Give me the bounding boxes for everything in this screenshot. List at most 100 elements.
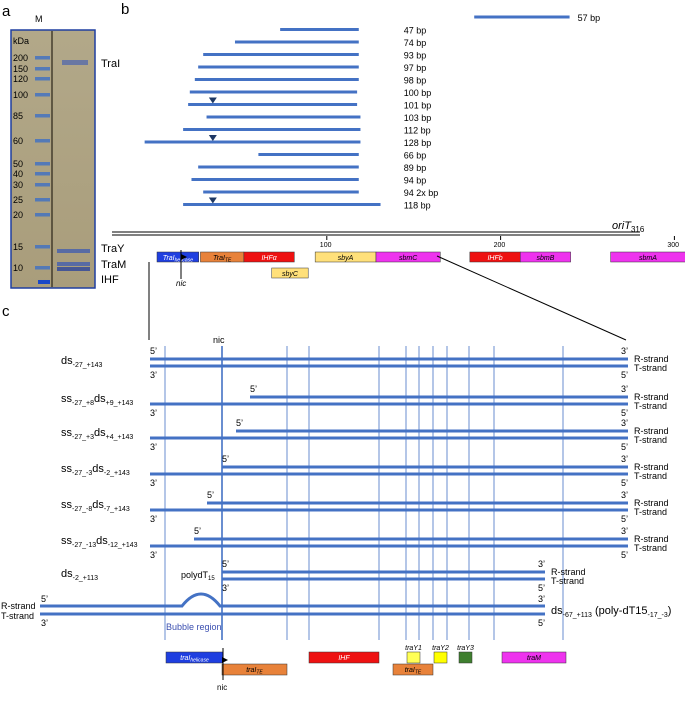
- gel-marker-label: 100: [13, 90, 28, 100]
- five-prime-label-right: 5’: [621, 514, 628, 524]
- gel-marker-label: 15: [13, 242, 23, 252]
- three-prime-label: 3’: [150, 408, 157, 418]
- three-prime-label-right: 3’: [621, 418, 628, 428]
- r-strand-label: R-strand: [634, 462, 669, 472]
- three-prime-label-right: 3’: [621, 490, 628, 500]
- construct-label: ss-27_-3ds-2_+143: [61, 463, 130, 477]
- fragment-label: 101 bp: [404, 101, 432, 111]
- feature-box-label: sbmB: [536, 255, 554, 262]
- r-strand-label: R-strand: [634, 354, 669, 364]
- bottom-feature-rect: [433, 651, 448, 664]
- five-prime-label: 5’: [236, 418, 243, 428]
- gel-ladder-band: [35, 56, 50, 60]
- bottom-feature-rect: [458, 651, 473, 664]
- feature-box-sbyc: sbyC: [271, 267, 309, 279]
- fragment-label: 100 bp: [404, 88, 432, 98]
- gel-marker-label: 50: [13, 159, 23, 169]
- three-prime-label: 3’: [150, 550, 157, 560]
- bottom-feature-label: traM: [527, 655, 541, 662]
- three-prime-label-right: 3’: [621, 526, 628, 536]
- five-prime-label-right: 5’: [621, 550, 628, 560]
- gel-image: [10, 29, 96, 289]
- fragment-label: 57 bp: [578, 13, 601, 23]
- bubble-t-strand-label: T-strand: [1, 611, 34, 621]
- t-strand-label: T-strand: [634, 401, 667, 411]
- five-prime-label-right: 5’: [621, 442, 628, 452]
- feature-box-sbya: sbyA: [314, 251, 377, 263]
- feature-box-rect: [243, 251, 295, 263]
- gel-ladder-band: [35, 172, 50, 176]
- gel-ladder-band: [35, 213, 50, 217]
- feature-box-sbmb: sbmB: [519, 251, 571, 263]
- nic-arrow-bottom-icon: [222, 657, 228, 663]
- feature-box-label: TraITE: [213, 255, 232, 264]
- fragment-label: 103 bp: [404, 113, 432, 123]
- five-prime-label-right: 5’: [621, 370, 628, 380]
- three-prime-label-right: 3’: [621, 454, 628, 464]
- construct-label: ss-27_-8ds-7_+143: [61, 499, 130, 513]
- fragment-label: 98 bp: [404, 76, 427, 86]
- r-strand-label: R-strand: [634, 534, 669, 544]
- fragment-label: 47 bp: [404, 26, 427, 36]
- construct-label: ss-27_-13ds-12_+143: [61, 535, 138, 549]
- position-guide-lines: [164, 346, 564, 640]
- bottom-feature-label: traY3: [457, 645, 474, 652]
- feature-box-label: sbmC: [399, 255, 418, 262]
- r-strand-label: R-strand: [551, 567, 586, 577]
- fragment-label: 118 bp: [404, 201, 431, 211]
- nic-marker-icon: [208, 197, 217, 204]
- bottom-feature-rect: [501, 651, 567, 664]
- nic-marker-icon: [208, 97, 217, 104]
- three-prime-label: 3’: [222, 583, 229, 593]
- nic-label-bottom: nic: [217, 683, 227, 692]
- five-prime-label: 5’: [194, 526, 201, 536]
- gel-ladder-band: [35, 162, 50, 166]
- feature-box-rect: [519, 251, 571, 263]
- t-strand-label: T-strand: [634, 507, 667, 517]
- fragment-label: 128 bp: [404, 138, 432, 148]
- orit-tick-label: 300: [667, 242, 679, 249]
- gel-label-trai: TraI: [101, 58, 120, 70]
- fragment-label: 94 2x bp: [404, 188, 439, 198]
- feature-box-trai: TraITE: [200, 251, 245, 264]
- bottom-feature-tray1: traY1: [405, 645, 422, 664]
- nic-label-top: nic: [176, 279, 186, 288]
- orit-tick-label: 100: [320, 242, 332, 249]
- five-prime-label-right: 5’: [621, 408, 628, 418]
- bubble-five-left: 5’: [41, 594, 48, 604]
- bottom-feature-rect: [406, 651, 421, 664]
- fragment-label: 66 bp: [404, 151, 427, 161]
- bottom-feature-label: traITE: [405, 667, 422, 676]
- feature-box-rect: [156, 251, 199, 263]
- bottom-feature-label: traY1: [405, 645, 422, 652]
- three-prime-label: 3’: [150, 442, 157, 452]
- construct-row: ss-27_-8ds-7_+1435’3’3’5’R-strandT-stran…: [61, 490, 669, 524]
- fragment-label: 89 bp: [404, 163, 427, 173]
- feature-box-trai: TraIhelicase: [156, 251, 199, 264]
- t-strand-label: T-strand: [634, 435, 667, 445]
- bottom-feature-trai: traIhelicase: [165, 651, 224, 664]
- bubble-construct-label: ds-67_+113 (poly-dT15-17_-3): [551, 605, 671, 619]
- gel-label-tray: TraY: [101, 243, 125, 255]
- bottom-feature-rect: [308, 651, 380, 664]
- gel-marker-label: 120: [13, 74, 28, 84]
- feature-box-label: IHFb: [487, 255, 502, 262]
- feature-box-sbmc: sbmC: [375, 251, 441, 263]
- nic-arrow-icon: [181, 254, 187, 260]
- construct-row: ss-27_+3ds+4_+1435’3’3’5’R-strandT-stran…: [61, 418, 669, 452]
- feature-box-rect: [271, 267, 309, 279]
- gel-marker-label: 30: [13, 180, 23, 190]
- fragment-label: 94 bp: [404, 176, 427, 186]
- construct-label: ss-27_+8ds+9_+143: [61, 393, 133, 407]
- gel-band-trai: [62, 60, 88, 65]
- construct-label: ds-2_+113: [61, 568, 98, 582]
- bottom-feature-trai: traITE: [221, 663, 288, 676]
- construct-row: ss-27_-13ds-12_+1435’3’3’5’R-strandT-str…: [61, 526, 669, 560]
- bottom-feature-trai: traITE: [392, 663, 434, 676]
- construct-row: ss-27_-3ds-2_+1435’3’3’5’R-strandT-stran…: [61, 454, 669, 488]
